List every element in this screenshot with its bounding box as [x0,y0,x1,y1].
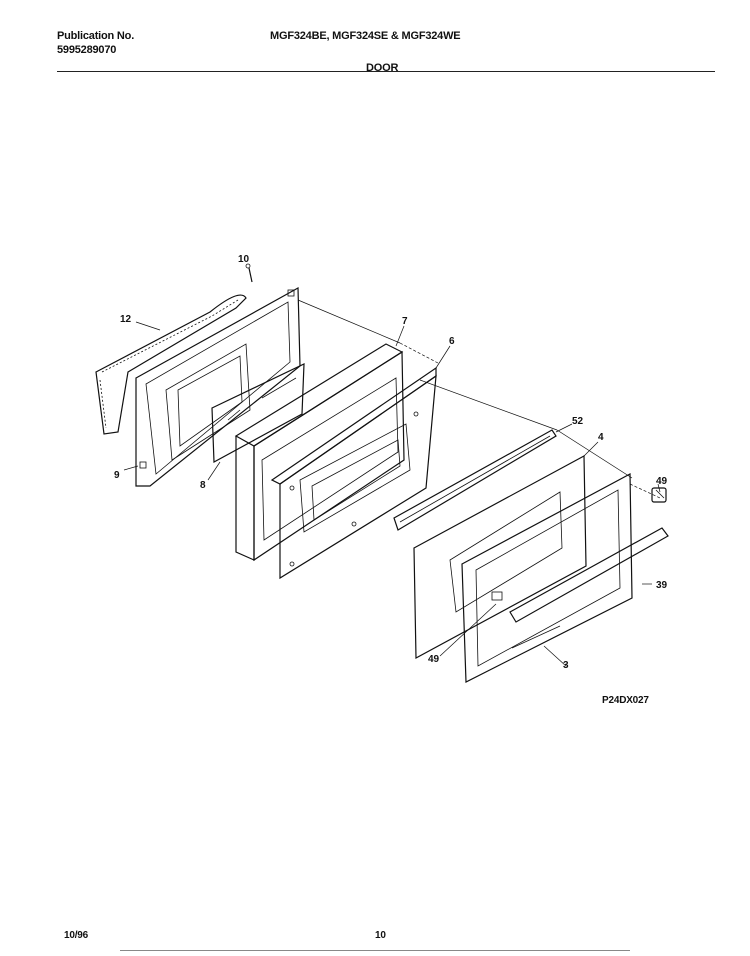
callout-9: 9 [114,470,120,481]
page-number: 10 [375,930,386,941]
door-panel-insulation [234,343,405,562]
screw-part [245,263,253,283]
callout-39: 39 [656,580,668,591]
callout-49-bottom: 49 [428,654,440,665]
inner-window-panel [270,366,437,580]
publication-label: Publication No. [57,30,135,42]
callout-labels: 10 12 7 6 52 4 49 8 9 39 49 3 [114,254,668,671]
outer-door-frame [461,473,669,683]
callout-52: 52 [572,416,584,427]
leader-lines [123,321,661,667]
header-divider [57,71,715,72]
footer-date: 10/96 [64,930,89,941]
model-numbers: MGF324BE, MGF324SE & MGF324WE [270,30,461,42]
glass-panel-part [211,363,305,463]
callout-7: 7 [402,316,408,327]
callout-12: 12 [120,314,132,325]
callout-10: 10 [238,254,250,265]
outer-glass-part [413,455,587,659]
figure-code: P24DX027 [602,695,649,706]
callout-49-top: 49 [656,476,668,487]
callout-3: 3 [563,660,569,671]
footer-divider [120,950,630,951]
trim-strip-part [393,429,557,531]
inner-liner-frame [135,286,301,487]
gasket-part [95,294,247,435]
callout-8: 8 [200,480,206,491]
callout-4: 4 [598,432,604,443]
alignment-lines [297,299,661,499]
publication-number: 5995289070 [57,44,117,56]
callout-6: 6 [449,336,455,347]
